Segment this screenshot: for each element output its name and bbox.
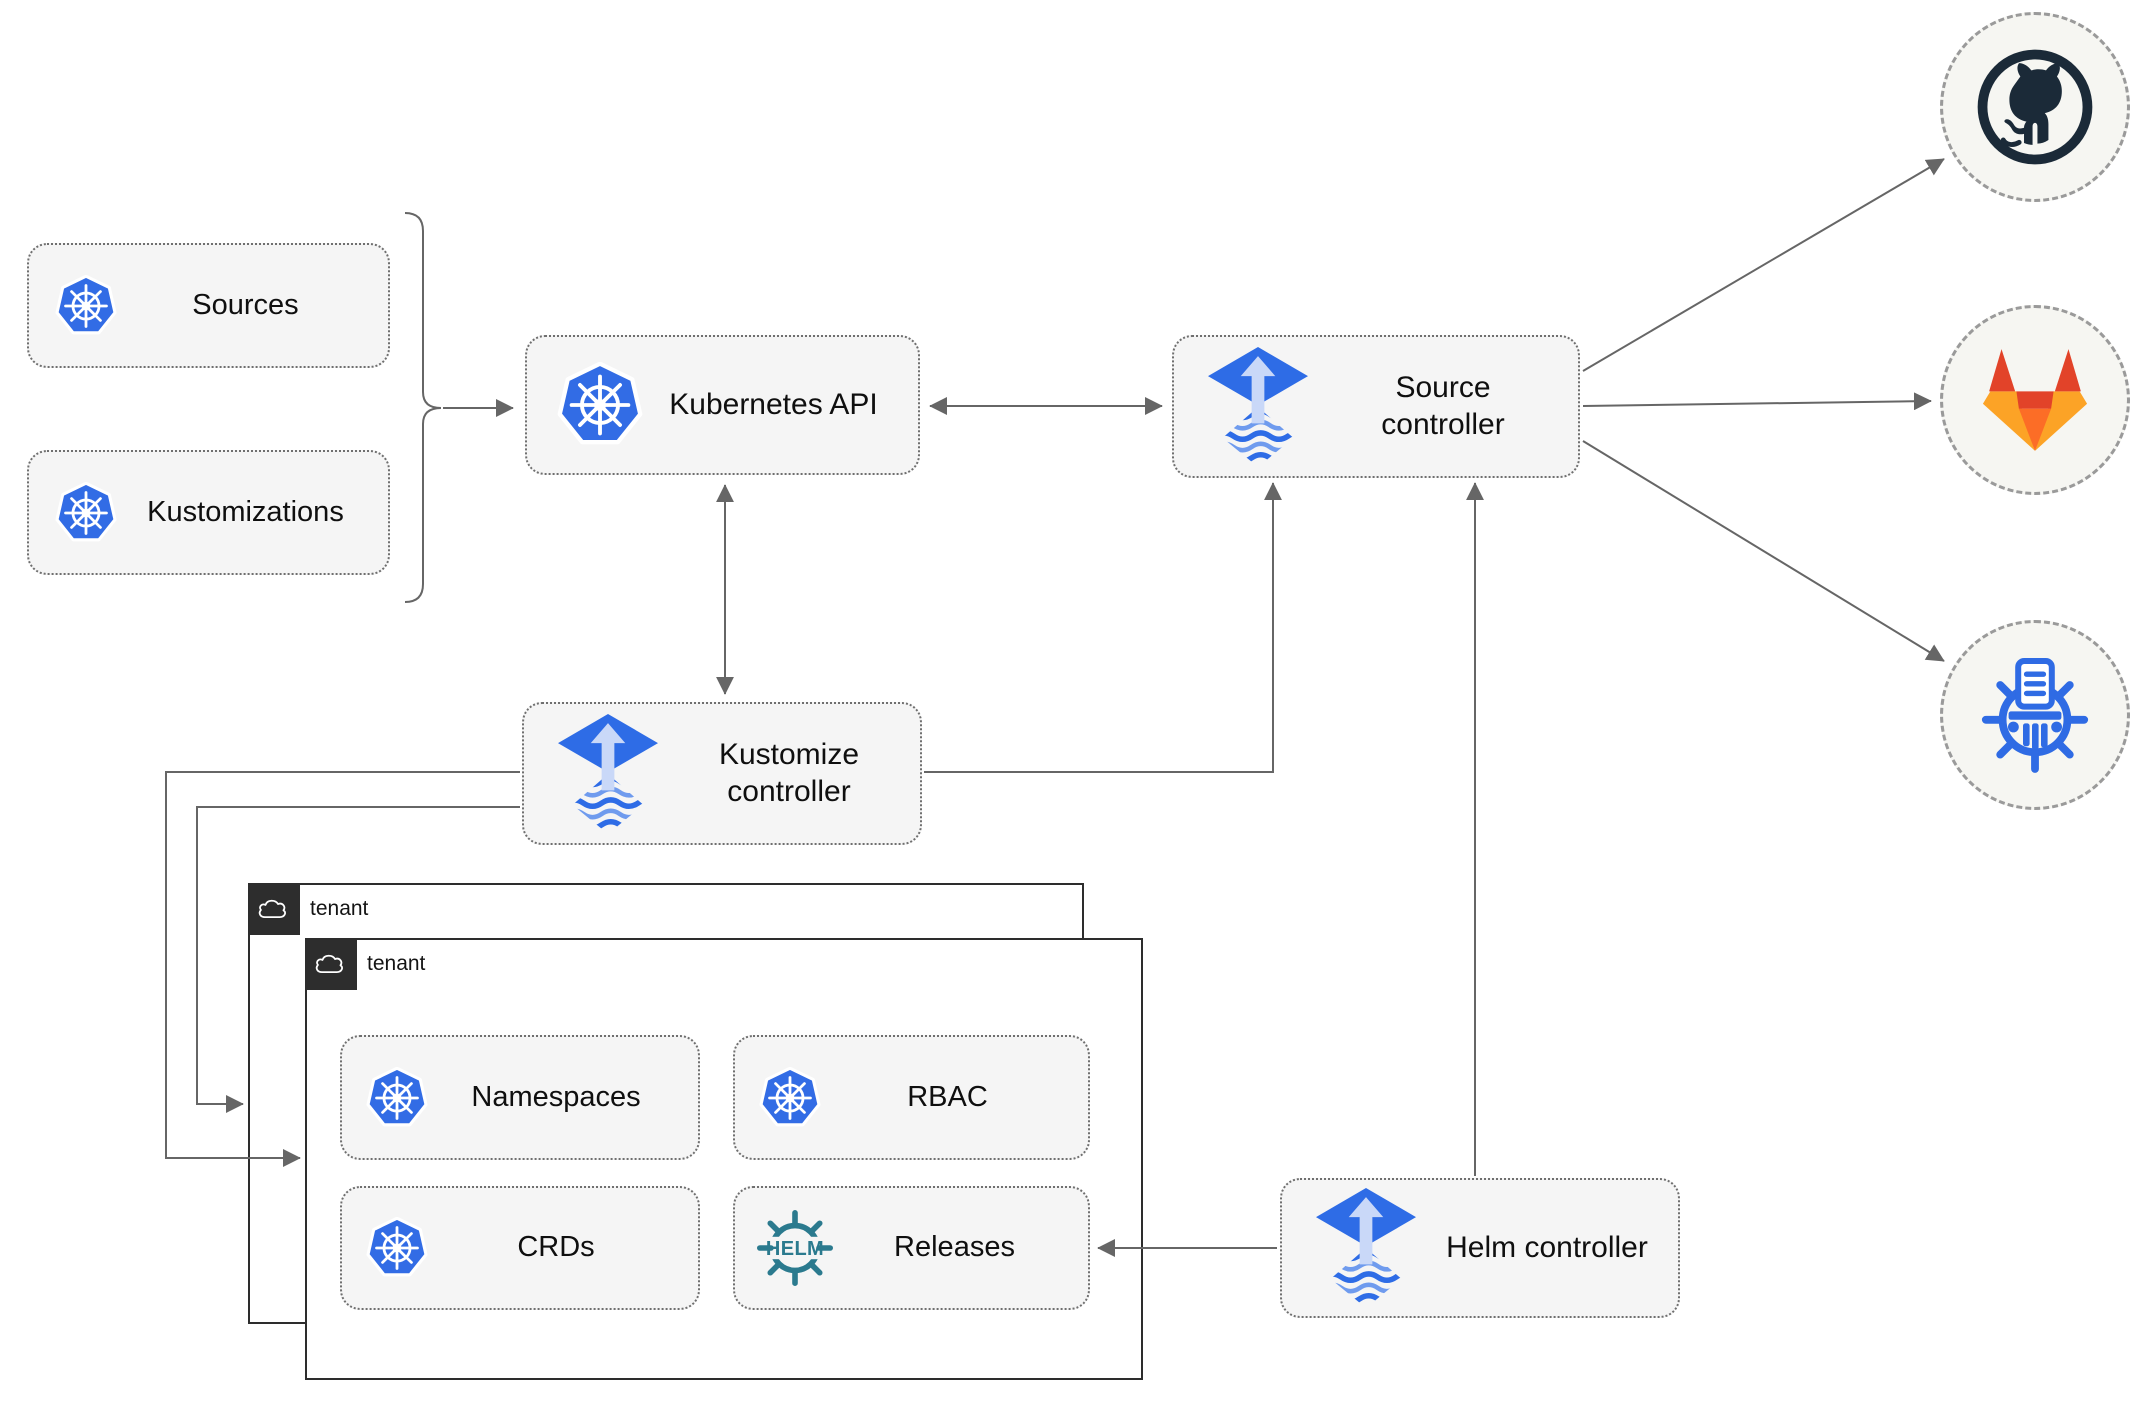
crds-node: CRDs — [340, 1186, 700, 1310]
grouping-brace — [404, 212, 442, 603]
chartmuseum-target — [1940, 620, 2130, 810]
source-controller-node: Source controller — [1172, 335, 1580, 478]
kubernetes-icon — [55, 274, 117, 337]
tenant-header — [305, 938, 357, 990]
arrow-source-controller-to-chartmuseum — [1582, 440, 1945, 662]
github-icon — [1977, 49, 2093, 165]
helm-controller-node: Helm controller — [1280, 1178, 1680, 1318]
kustomizations-label: Kustomizations — [147, 495, 344, 528]
cloud-icon — [315, 954, 343, 973]
github-target — [1940, 12, 2130, 202]
helm-controller-label: Helm controller — [1446, 1230, 1648, 1264]
tenant-label: tenant — [310, 897, 369, 920]
chartmuseum-icon — [1981, 658, 2089, 773]
arrow-kustomize-to-source-controller — [924, 482, 1282, 773]
flux-icon — [1208, 346, 1308, 467]
kustomize-controller-label: Kustomize controller — [718, 737, 860, 808]
releases-label: Releases — [894, 1231, 1015, 1264]
crds-label: CRDs — [517, 1231, 595, 1264]
gitlab-icon — [1982, 349, 2088, 451]
releases-node: HELM Releases — [733, 1186, 1090, 1310]
source-controller-label: Source controller — [1381, 370, 1505, 441]
flux-icon — [558, 713, 658, 834]
tenant-header — [248, 883, 300, 935]
arrow-source-controller-to-github — [1582, 158, 1945, 372]
helm-wordmark: HELM — [766, 1238, 824, 1260]
kustomize-controller-node: Kustomize controller — [522, 702, 922, 845]
namespaces-node: Namespaces — [340, 1035, 700, 1160]
kustomizations-node: Kustomizations — [27, 450, 390, 575]
rbac-node: RBAC — [733, 1035, 1090, 1160]
kubernetes-icon — [366, 1066, 428, 1129]
sources-node: Sources — [27, 243, 390, 368]
cloud-icon — [258, 899, 286, 918]
helm-icon: HELM — [755, 1208, 835, 1288]
rbac-label: RBAC — [907, 1080, 988, 1113]
sources-label: Sources — [192, 288, 299, 321]
kubernetes-icon — [366, 1217, 428, 1279]
namespaces-label: Namespaces — [471, 1080, 641, 1113]
arrow-source-controller-to-gitlab — [1582, 392, 1932, 411]
flux-icon — [1316, 1188, 1416, 1308]
kubernetes-api-label: Kubernetes API — [669, 387, 878, 421]
kubernetes-icon — [557, 362, 643, 448]
tenant-label: tenant — [367, 952, 426, 975]
gitlab-target — [1940, 305, 2130, 495]
kubernetes-icon — [759, 1066, 821, 1129]
kubernetes-icon — [55, 481, 117, 544]
kubernetes-api-node: Kubernetes API — [525, 335, 920, 475]
